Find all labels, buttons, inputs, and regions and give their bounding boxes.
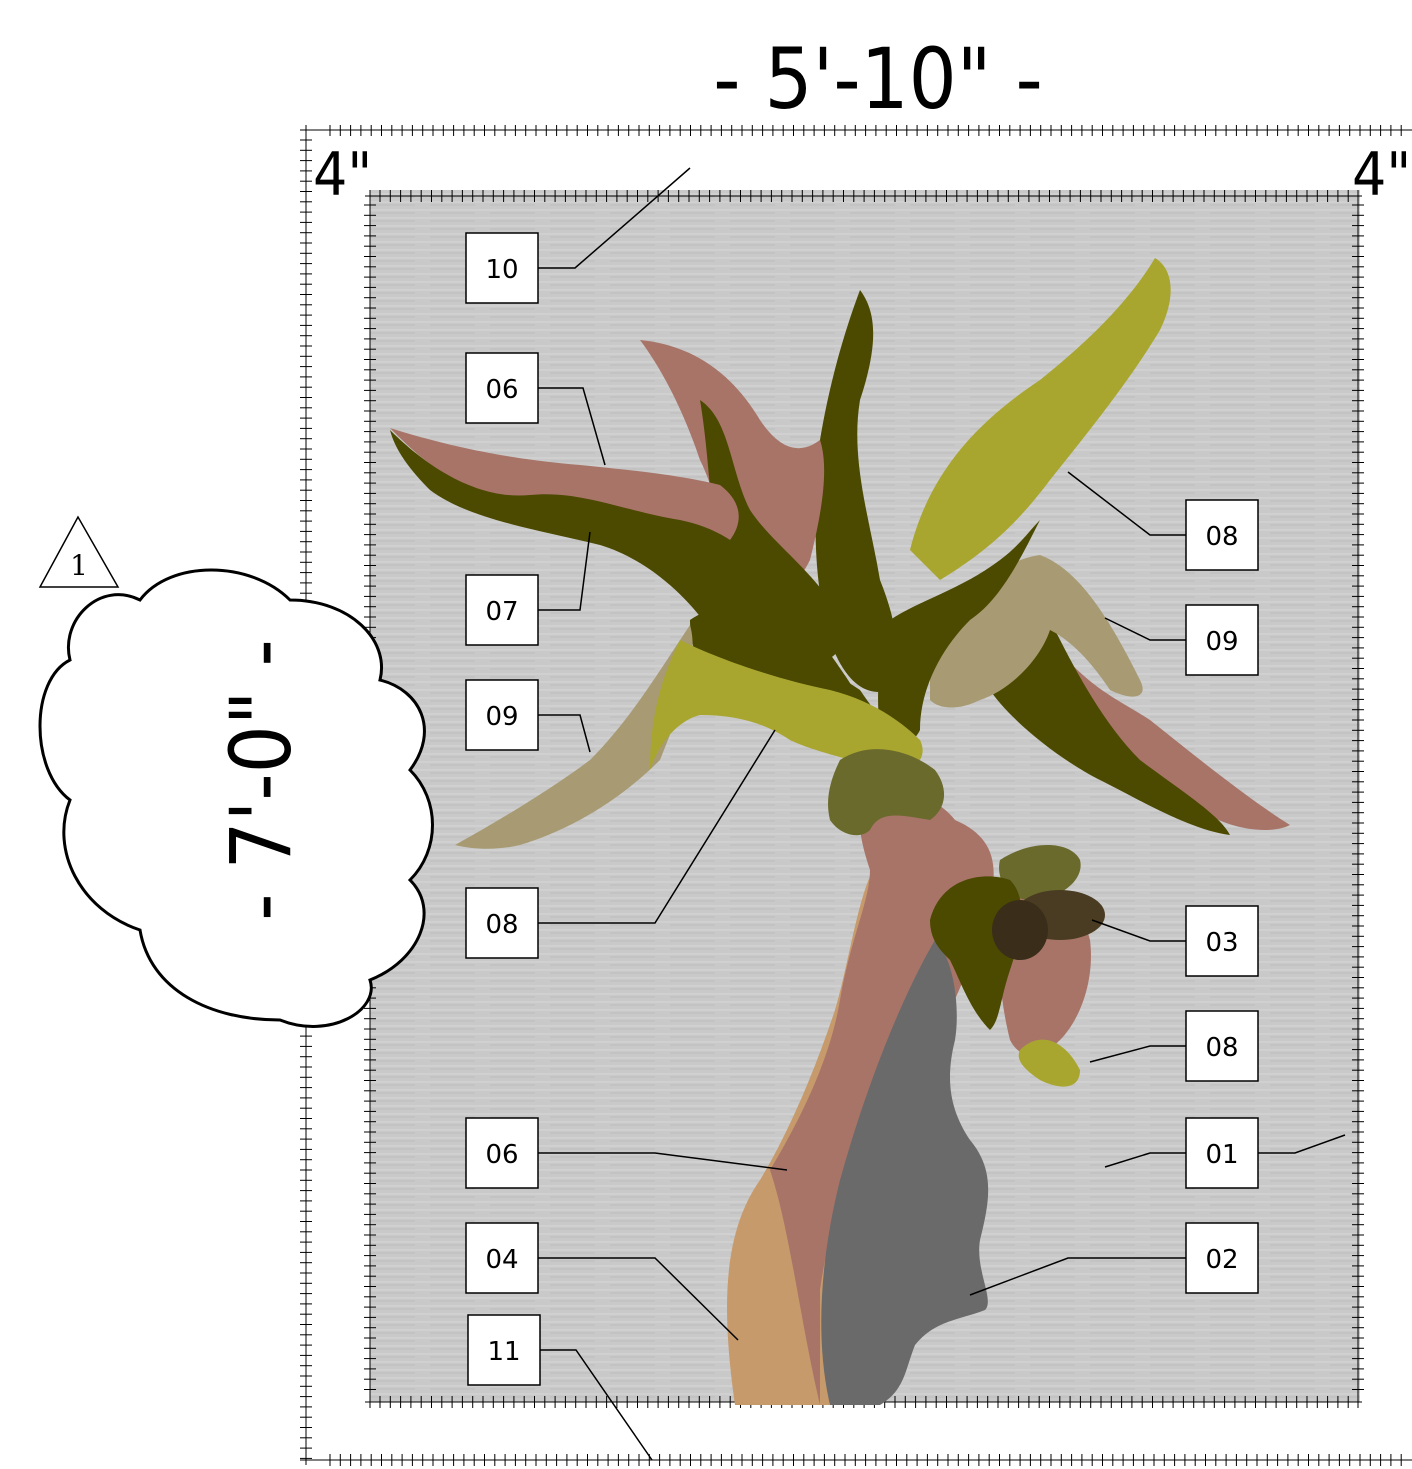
svg-text:08: 08 — [1205, 1033, 1238, 1063]
center-tall-leaf — [815, 290, 897, 692]
right-margin-label: 4" — [1352, 140, 1411, 210]
right-leaf-yellow-green — [910, 258, 1171, 580]
svg-text:01: 01 — [1205, 1140, 1238, 1170]
revision-cloud — [38, 568, 434, 1028]
callout-09-right: 09 — [1185, 604, 1259, 676]
callout-11: 11 — [467, 1314, 541, 1386]
callout-08-right-bottom: 08 — [1185, 1010, 1259, 1082]
right-branch-mauve — [1040, 640, 1290, 830]
svg-text:04: 04 — [485, 1245, 518, 1275]
svg-text:08: 08 — [485, 910, 518, 940]
fruit-cluster-olive-top — [999, 845, 1081, 900]
right-branch-olive — [990, 620, 1230, 835]
leader-lines — [538, 167, 1346, 1461]
upper-olive-leaf — [700, 400, 841, 660]
svg-text:09: 09 — [485, 702, 518, 732]
center-right-cluster — [878, 520, 1040, 745]
callout-09-left: 09 — [465, 679, 539, 751]
callout-06-top: 06 — [465, 352, 539, 424]
svg-text:02: 02 — [1205, 1245, 1238, 1275]
callout-02: 02 — [1185, 1222, 1259, 1294]
callout-06-bottom: 06 — [465, 1117, 539, 1189]
svg-text:11: 11 — [487, 1337, 520, 1367]
svg-text:10: 10 — [485, 255, 518, 285]
tree-artwork — [390, 258, 1290, 1405]
callout-10: 10 — [465, 232, 539, 304]
callout-04: 04 — [465, 1222, 539, 1294]
left-tan-leaf — [455, 625, 693, 849]
revision-triangle: 1 — [38, 515, 120, 588]
svg-text:03: 03 — [1205, 928, 1238, 958]
svg-text:09: 09 — [1205, 627, 1238, 657]
revision-number: 1 — [70, 549, 88, 582]
fruit-dark-brown-2 — [992, 900, 1048, 960]
callout-08-right-top: 08 — [1185, 499, 1259, 571]
height-dimension-label: - 7'-0" - — [212, 639, 310, 920]
gray-rock — [821, 940, 989, 1405]
svg-text:07: 07 — [485, 597, 518, 627]
width-dimension-label: - 5'-10" - — [713, 30, 1043, 128]
center-yellow-green — [650, 640, 923, 771]
callout-01: 01 — [1185, 1117, 1259, 1189]
svg-text:06: 06 — [485, 1140, 518, 1170]
lower-olive-cluster — [828, 749, 945, 836]
svg-text:06: 06 — [485, 375, 518, 405]
callout-07: 07 — [465, 574, 539, 646]
callout-08-left: 08 — [465, 887, 539, 959]
callout-03: 03 — [1185, 905, 1259, 977]
svg-text:08: 08 — [1205, 522, 1238, 552]
left-margin-label: 4" — [313, 140, 372, 210]
left-mauve-leaf — [390, 428, 739, 540]
fruit-yellow-green — [1018, 1039, 1080, 1087]
